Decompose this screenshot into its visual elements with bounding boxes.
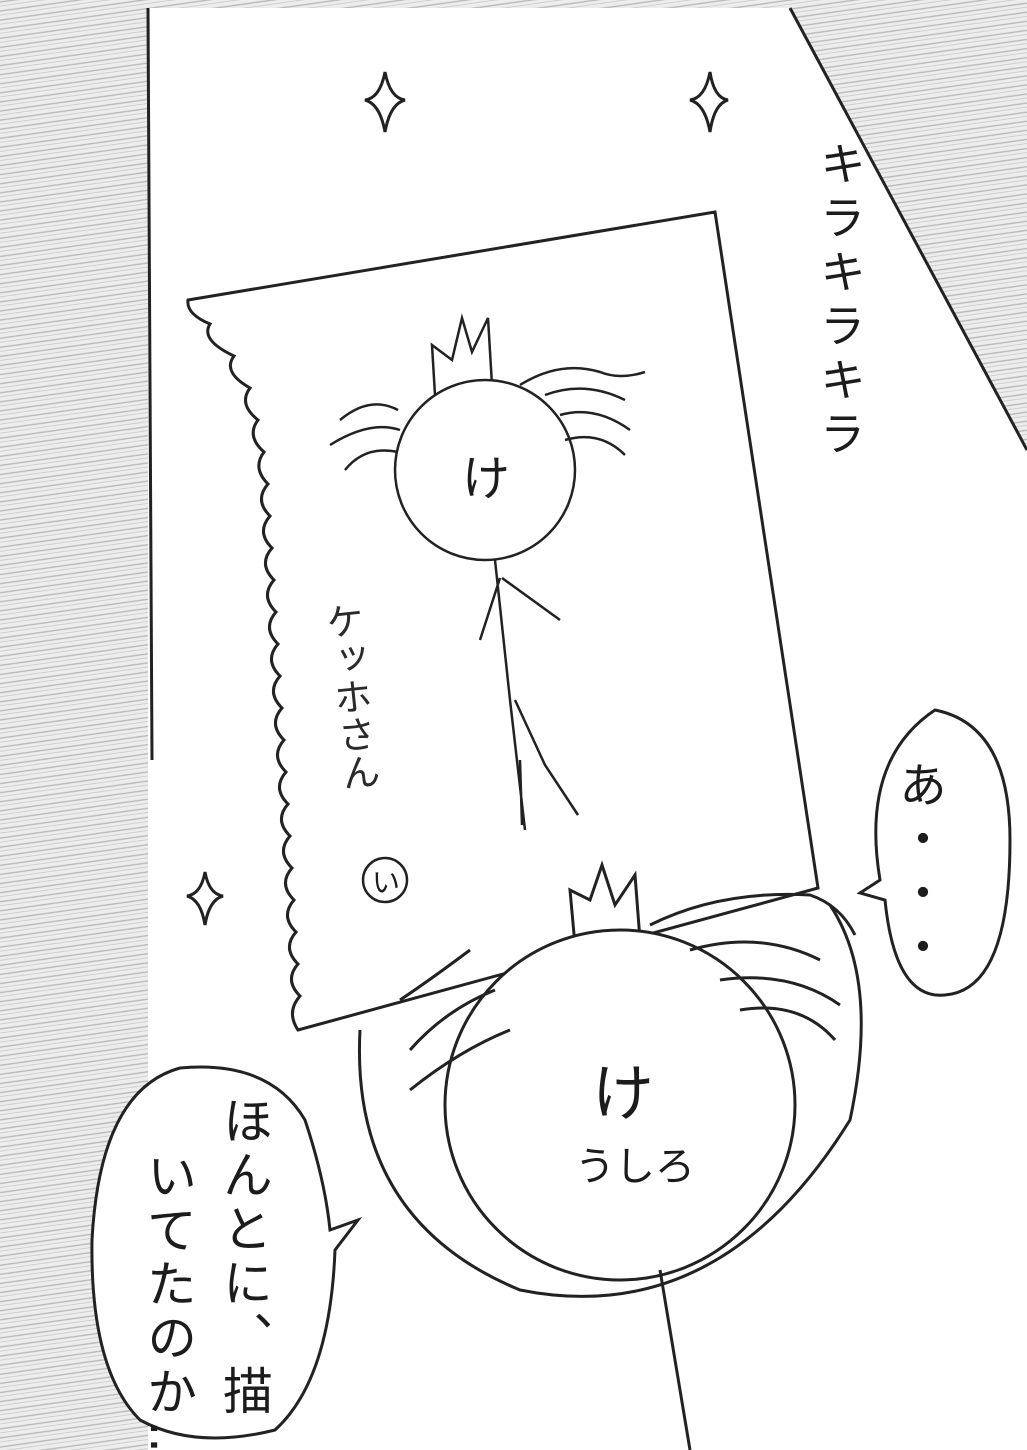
dialogue-character: あ・・・ (890, 760, 946, 976)
speech-bubble (90, 1065, 363, 1440)
character-neck-line (658, 1269, 692, 1450)
dialogue-offpanel-line2: いてたのか… (139, 1150, 197, 1450)
dialogue-offpanel-line1: ほんとに、描 (215, 1095, 273, 1419)
character-back-label: うしろ (575, 1144, 695, 1190)
sparkle-icon (364, 71, 406, 133)
paper-figure-head (393, 378, 577, 562)
hair-right (519, 366, 646, 456)
crown-icon (568, 860, 642, 946)
sparkle-icon (186, 871, 224, 926)
character-body-outline (357, 904, 863, 1298)
character-head-label: け (592, 1057, 654, 1130)
hair-right (649, 892, 857, 1041)
crown-icon (430, 313, 494, 396)
sfx-sparkle-text: キラキラキラ (813, 140, 867, 464)
paper-signature: い (372, 866, 400, 899)
paper-figure-body (478, 559, 580, 831)
signature-circle (361, 856, 409, 904)
right-diagonal-line (788, 7, 1027, 451)
character-head (443, 928, 797, 1282)
speech-bubble (856, 708, 1012, 997)
paper-figure (329, 313, 646, 831)
character (357, 860, 863, 1450)
left-edge-line (146, 7, 154, 761)
hair-left (329, 403, 401, 471)
sparkle-icon (689, 71, 729, 133)
hair-left (399, 948, 511, 1092)
paper-head-label: け (462, 451, 510, 507)
